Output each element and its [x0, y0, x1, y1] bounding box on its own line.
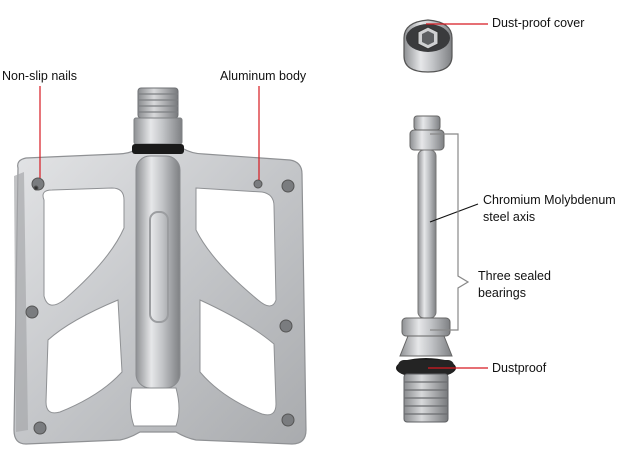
label-three-line2: bearings	[478, 286, 526, 300]
label-three-line1: Three sealed	[478, 269, 551, 283]
hex-socket-screw-icon	[25, 177, 295, 435]
axle-part	[396, 115, 456, 423]
pedal-body	[13, 87, 307, 445]
label-three-bearings: Three sealed bearings	[478, 268, 551, 302]
label-dust-proof-cover: Dust-proof cover	[492, 16, 585, 30]
dust-cover-part	[403, 19, 453, 73]
label-chromium-line2: steel axis	[483, 210, 536, 224]
label-chromium-line1: Chromium Molybdenum	[483, 193, 616, 207]
callouts	[39, 23, 488, 369]
label-aluminum-body: Aluminum body	[220, 69, 307, 83]
label-non-slip-nails: Non-slip nails	[2, 69, 78, 83]
label-chromium-axis: Chromium Molybdenum steel axis	[483, 192, 616, 226]
label-dustproof: Dustproof	[492, 361, 547, 375]
